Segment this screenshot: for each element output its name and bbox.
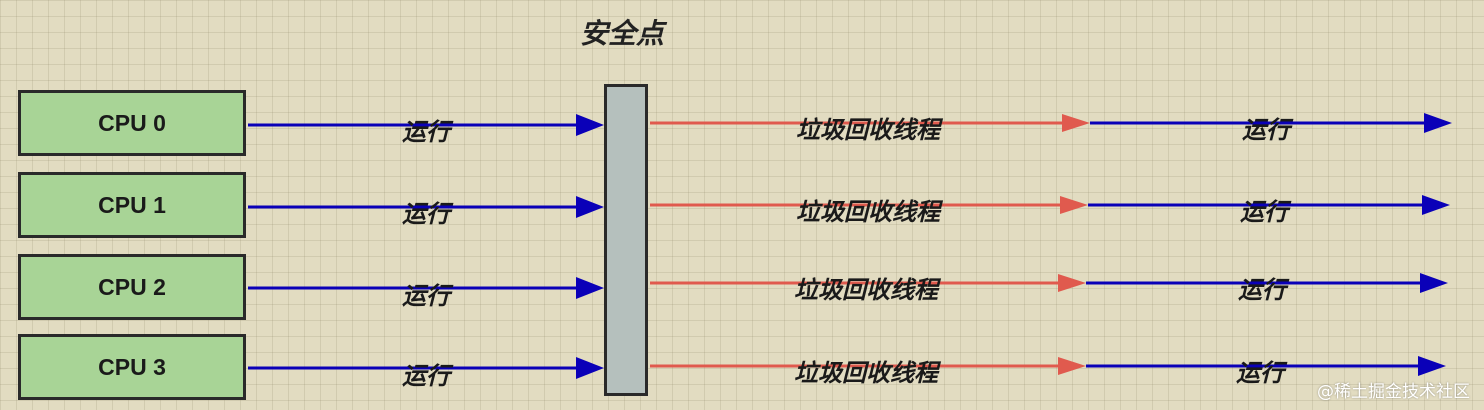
resume-label-1: 运行 [1240, 198, 1288, 226]
resume-label-0: 运行 [1242, 116, 1290, 144]
resume-arrowhead-3 [1418, 356, 1446, 376]
run-arrowhead-1 [576, 196, 604, 218]
run-arrowhead-2 [576, 277, 604, 299]
resume-arrowhead-2 [1420, 273, 1448, 293]
gc-arrowhead-1 [1060, 196, 1088, 214]
cpu-2-box: CPU 2 [18, 254, 246, 320]
gc-label-0: 垃圾回收线程 [796, 116, 940, 144]
resume-label-2: 运行 [1238, 276, 1286, 304]
run-arrowhead-0 [576, 114, 604, 136]
run-label-3: 运行 [402, 362, 450, 390]
gc-arrowhead-2 [1058, 274, 1086, 292]
resume-arrowhead-1 [1422, 195, 1450, 215]
run-label-1: 运行 [402, 200, 450, 228]
gc-label-1: 垃圾回收线程 [796, 198, 940, 226]
gc-arrowhead-3 [1058, 357, 1086, 375]
run-arrowhead-3 [576, 357, 604, 379]
resume-label-3: 运行 [1236, 359, 1284, 387]
gc-label-2: 垃圾回收线程 [794, 276, 938, 304]
safepoint-title: 安全点 [580, 17, 665, 50]
cpu-1-box: CPU 1 [18, 172, 246, 238]
gc-arrowhead-0 [1062, 114, 1090, 132]
watermark: @稀土掘金技术社区 [1317, 382, 1470, 402]
gc-label-3: 垃圾回收线程 [794, 359, 938, 387]
cpu-0-box: CPU 0 [18, 90, 246, 156]
resume-arrowhead-0 [1424, 113, 1452, 133]
run-label-0: 运行 [402, 118, 450, 146]
cpu-3-box: CPU 3 [18, 334, 246, 400]
run-label-2: 运行 [402, 282, 450, 310]
safepoint-barrier [604, 84, 648, 396]
